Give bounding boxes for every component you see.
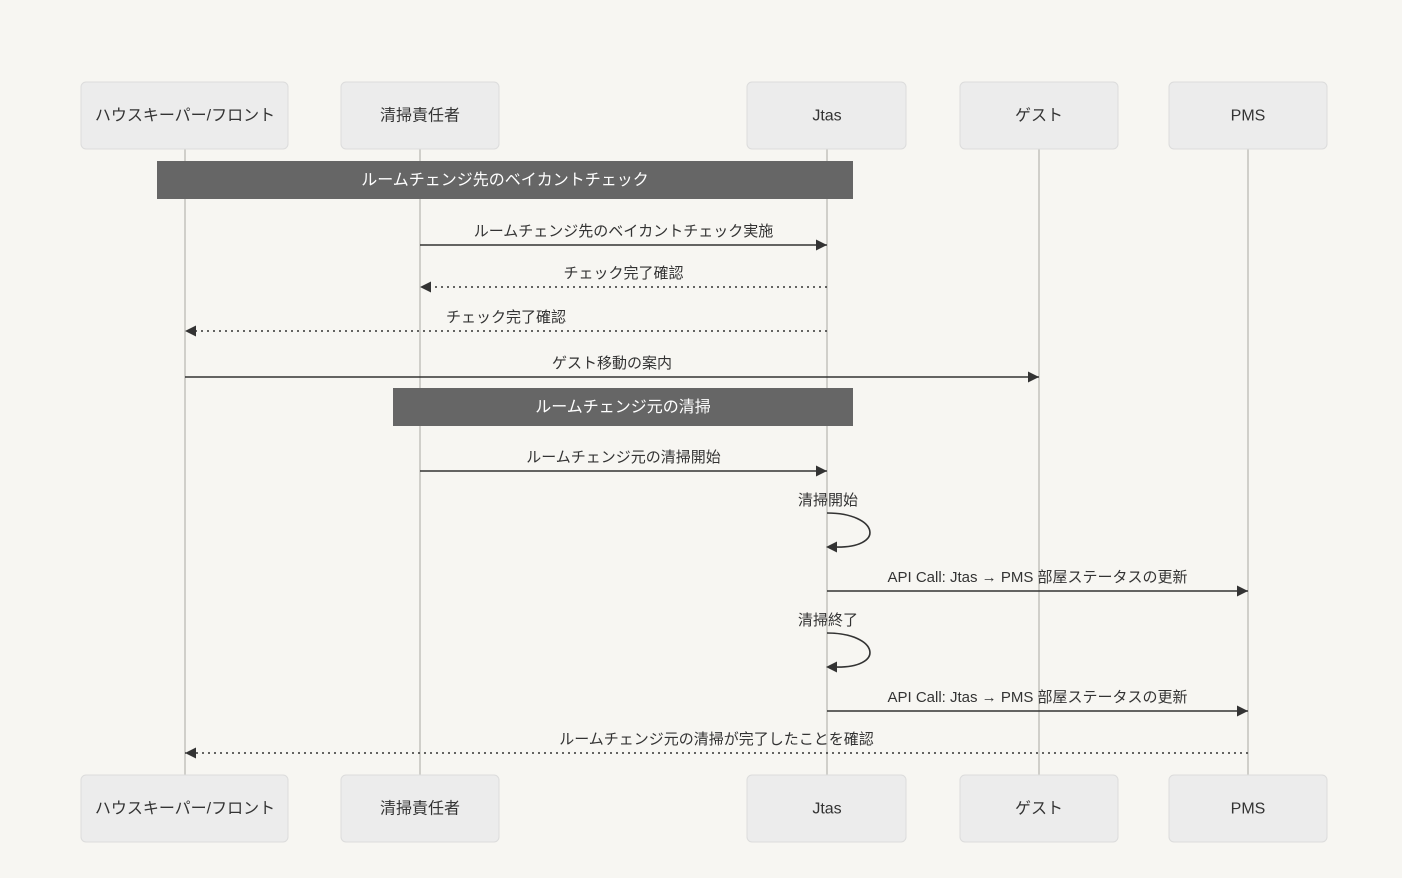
participant-box	[959, 774, 1119, 843]
message-label: 清掃開始	[798, 491, 858, 509]
participant-box	[1168, 81, 1328, 150]
msg-cleaning-complete-confirm[interactable]: ルームチェンジ元の清掃が完了したことを確認	[185, 730, 1248, 759]
participant-label: ハウスキーパー/フロント	[95, 107, 275, 125]
participant-housekeeper-bottom[interactable]: ハウスキーパー/フロント	[80, 774, 289, 843]
participant-jtas-bottom[interactable]: Jtas	[746, 774, 907, 843]
arrowhead	[826, 541, 837, 553]
msg-check-complete-1[interactable]: チェック完了確認	[420, 265, 827, 293]
participants-layer: ハウスキーパー/フロントハウスキーパー/フロント清掃責任者清掃責任者JtasJt…	[80, 81, 1328, 843]
section-bar	[393, 388, 853, 426]
message-label: ゲスト移動の案内	[552, 354, 672, 372]
participant-label: Jtas	[812, 801, 841, 818]
msg-cleaning-end-self[interactable]: 清掃終了	[798, 611, 871, 673]
message-label: チェック完了確認	[446, 309, 566, 326]
participant-label: PMS	[1231, 108, 1266, 125]
participant-box	[80, 774, 289, 843]
msg-api-call-2[interactable]: API Call: Jtas → PMS 部屋ステータスの更新	[827, 689, 1248, 717]
participant-label: ゲスト	[1015, 800, 1063, 818]
message-label: 清掃終了	[798, 611, 858, 629]
arrowhead	[816, 239, 827, 251]
section-label: ルームチェンジ先のベイカントチェック	[361, 171, 649, 189]
arrowhead	[826, 661, 837, 673]
participant-label: ハウスキーパー/フロント	[95, 800, 275, 818]
participant-box	[80, 81, 289, 150]
section-bar	[157, 161, 853, 199]
message-label: API Call: Jtas → PMS 部屋ステータスの更新	[887, 569, 1187, 586]
arrowhead	[1237, 705, 1248, 717]
arrowhead	[1237, 585, 1248, 597]
messages-layer: ルームチェンジ先のベイカントチェック実施チェック完了確認チェック完了確認ゲスト移…	[185, 223, 1248, 759]
participant-box	[340, 81, 500, 150]
message-label: API Call: Jtas → PMS 部屋ステータスの更新	[887, 689, 1187, 706]
participant-label: Jtas	[812, 108, 841, 125]
section-label: ルームチェンジ元の清掃	[535, 398, 711, 416]
participant-housekeeper-top[interactable]: ハウスキーパー/フロント	[80, 81, 289, 150]
participant-jtas-top[interactable]: Jtas	[746, 81, 907, 150]
message-label: ルームチェンジ元の清掃開始	[526, 448, 721, 466]
arrowhead	[185, 325, 196, 337]
arrowhead	[185, 747, 196, 759]
participant-box	[746, 81, 907, 150]
participant-label: PMS	[1231, 801, 1266, 818]
participant-box	[746, 774, 907, 843]
participant-guest-bottom[interactable]: ゲスト	[959, 774, 1119, 843]
msg-vacant-check-exec[interactable]: ルームチェンジ先のベイカントチェック実施	[420, 223, 827, 251]
msg-api-call-1[interactable]: API Call: Jtas → PMS 部屋ステータスの更新	[827, 569, 1248, 597]
participant-pms-top[interactable]: PMS	[1168, 81, 1328, 150]
participant-box	[1168, 774, 1328, 843]
message-label: ルームチェンジ元の清掃が完了したことを確認	[559, 730, 874, 748]
participant-label: 清掃責任者	[380, 800, 460, 818]
msg-cleaning-start-self[interactable]: 清掃開始	[798, 491, 871, 553]
msg-guest-move-guide[interactable]: ゲスト移動の案内	[185, 354, 1039, 383]
participant-cleaning_manager-top[interactable]: 清掃責任者	[340, 81, 500, 150]
message-label: ルームチェンジ先のベイカントチェック実施	[474, 223, 774, 240]
self-loop-path	[826, 632, 871, 668]
lifelines-layer	[184, 149, 1249, 775]
section-cleaning: ルームチェンジ元の清掃	[393, 388, 853, 426]
section-vacant-check: ルームチェンジ先のベイカントチェック	[157, 161, 853, 199]
msg-cleaning-start-request[interactable]: ルームチェンジ元の清掃開始	[420, 448, 827, 477]
self-loop-path	[826, 512, 871, 548]
participant-pms-bottom[interactable]: PMS	[1168, 774, 1328, 843]
participant-cleaning_manager-bottom[interactable]: 清掃責任者	[340, 774, 500, 843]
arrowhead	[816, 465, 827, 477]
participant-label: ゲスト	[1015, 107, 1063, 125]
arrowhead	[1028, 371, 1039, 383]
participant-guest-top[interactable]: ゲスト	[959, 81, 1119, 150]
participant-box	[340, 774, 500, 843]
participant-box	[959, 81, 1119, 150]
msg-check-complete-2[interactable]: チェック完了確認	[185, 309, 827, 337]
message-label: チェック完了確認	[563, 265, 683, 282]
arrowhead	[420, 281, 431, 293]
participant-label: 清掃責任者	[380, 107, 460, 125]
